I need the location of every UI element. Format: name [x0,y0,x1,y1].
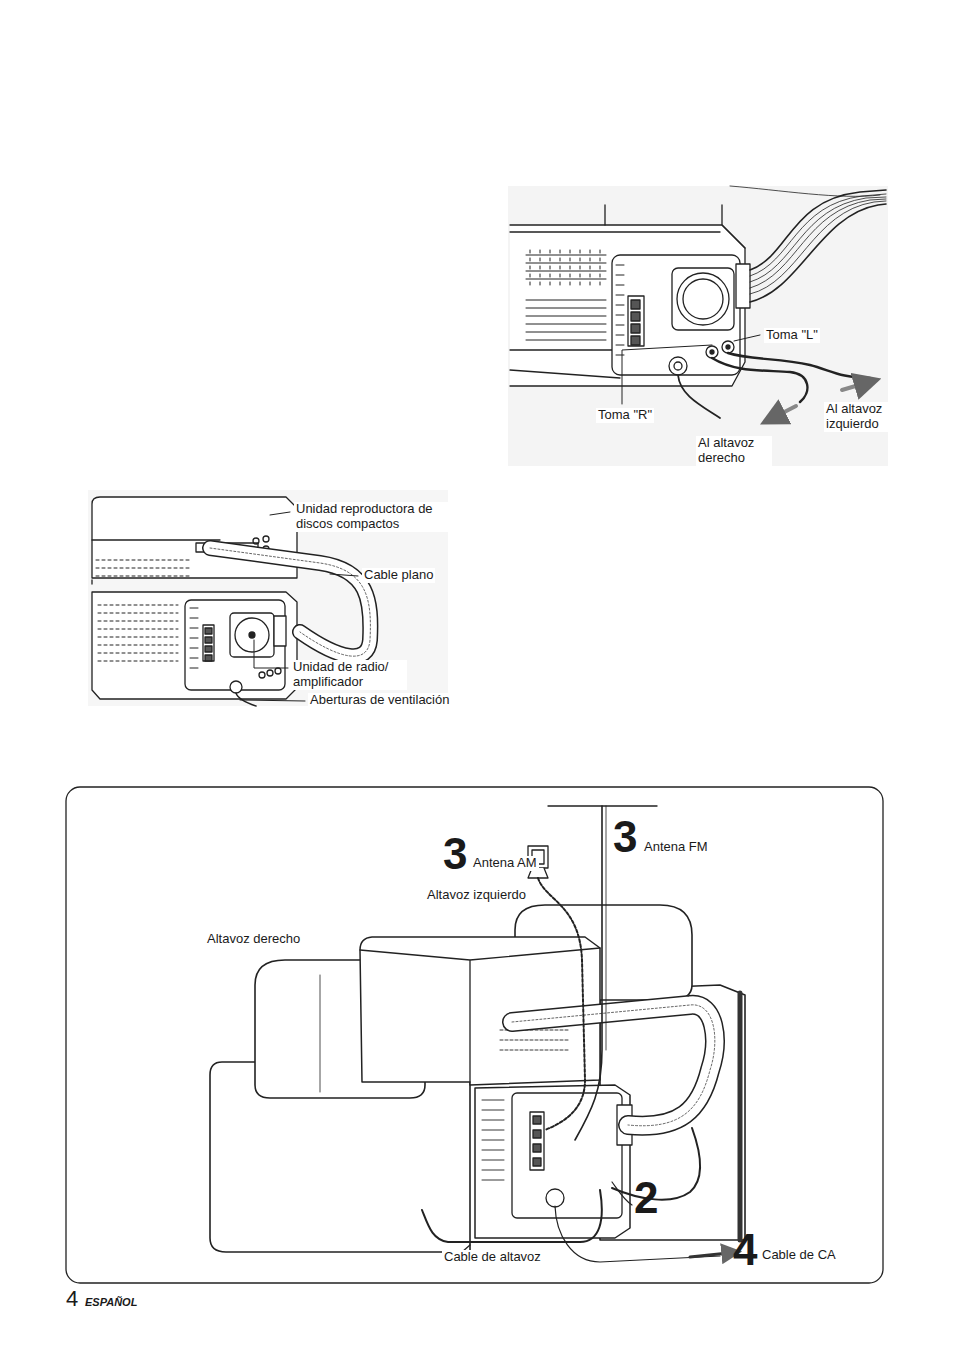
part-label: Antena AM [471,856,539,871]
cable-destination: Al altavoz derecho [696,436,772,466]
jack-label: Toma "L" [764,328,820,343]
part-label: Cable plano [362,568,435,583]
callout-number: 3 [613,815,637,859]
callout-number: 2 [634,1176,658,1220]
cable-destination: Al altavoz izquierdo [824,402,900,432]
callout-number: 4 [733,1228,757,1272]
part-label: Aberturas de ventilación [308,693,451,708]
page-number: 4 [66,1288,78,1310]
part-label: Altavoz izquierdo [425,888,528,903]
part-label: Cable de altavoz [442,1250,543,1265]
callout-number: 3 [443,832,467,876]
jack-label: Toma "R" [596,408,654,423]
language-tag: ESPAÑOL [85,1297,137,1308]
full-setup [66,787,883,1283]
part-label: Altavoz derecho [205,932,302,947]
part-label: Unidad reproductora de discos compactos [294,502,458,532]
part-label: Cable de CA [760,1248,838,1263]
part-label: Antena FM [642,840,710,855]
part-label: Unidad de radio/ amplificador [291,660,407,690]
